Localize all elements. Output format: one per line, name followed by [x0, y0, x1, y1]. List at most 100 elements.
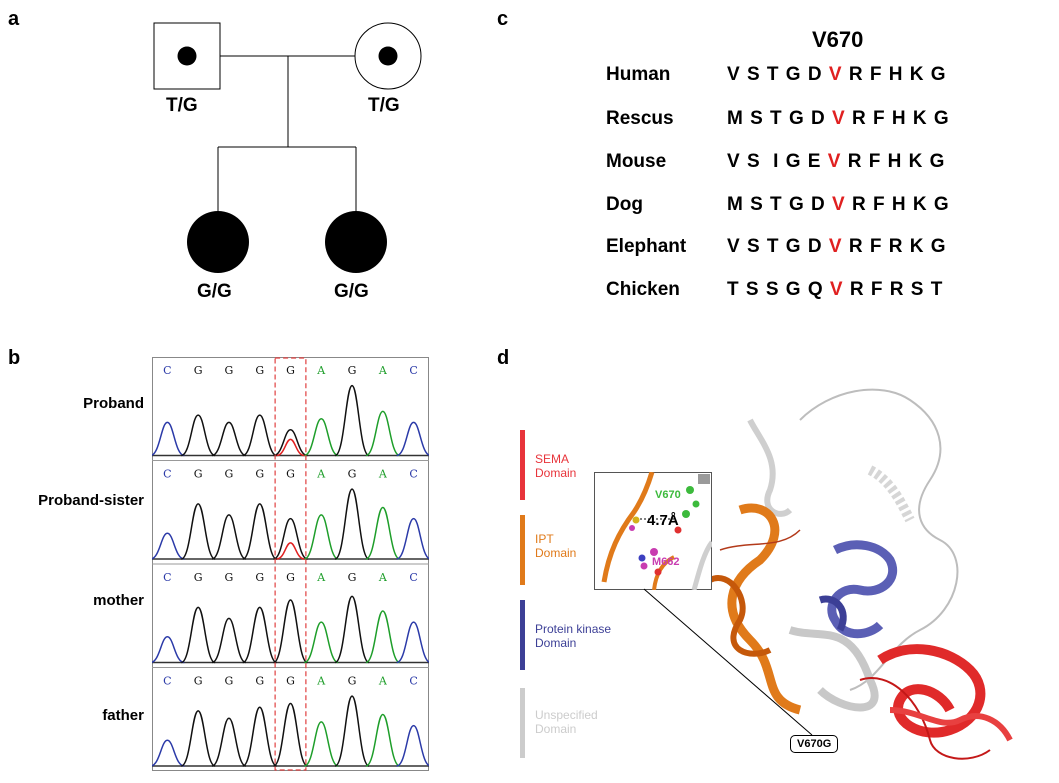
- sequence-row: V S T G D V R F R K G: [727, 236, 947, 258]
- kinase-helix-2: [818, 595, 847, 632]
- heterozygous-peak: [276, 438, 305, 457]
- sequence-before: M S T G D: [727, 108, 832, 129]
- panel-letter-d: d: [497, 347, 510, 369]
- base-call: G: [225, 571, 234, 584]
- callout-line: [643, 588, 813, 736]
- base-call: G: [286, 468, 295, 481]
- base-call: G: [225, 468, 234, 481]
- peak: [273, 429, 308, 457]
- ipt-strands-2: [708, 575, 772, 657]
- father-carrier-dot: [177, 46, 197, 66]
- base-call: C: [163, 675, 171, 688]
- base-call: A: [378, 675, 388, 688]
- legend-label: IPT Domain: [535, 532, 577, 560]
- peak: [272, 702, 309, 767]
- peak: [396, 421, 429, 457]
- peak: [152, 636, 185, 664]
- unspecified-loop: [799, 388, 959, 691]
- sequence-row: V S I G E V R F H K G: [727, 151, 945, 173]
- peak: [242, 706, 278, 767]
- sister-symbol: [325, 211, 387, 273]
- sequence-after: R F H K G: [845, 108, 950, 129]
- peak: [180, 414, 216, 457]
- legend-color-bar: [520, 600, 525, 670]
- mutated-residue: V: [829, 279, 844, 300]
- unspecified-region: [788, 626, 879, 712]
- mutation-callout: V670G: [790, 735, 839, 753]
- mutated-residue: V: [828, 236, 843, 257]
- sequence-after: R F R S T: [843, 279, 944, 300]
- unspecified-helix: [867, 465, 915, 523]
- base-call: A: [378, 571, 388, 584]
- peak: [152, 739, 185, 767]
- proband-genotype: G/G: [197, 281, 232, 302]
- base-call: G: [348, 571, 357, 584]
- sequence-before: V S T G D: [727, 64, 829, 85]
- sequence-before: V S I G E: [727, 151, 828, 172]
- peak: [152, 532, 185, 560]
- species-label: Dog: [606, 194, 643, 215]
- peak: [242, 606, 278, 664]
- legend-color-bar: [520, 515, 525, 585]
- species-label: Elephant: [606, 236, 687, 257]
- peak: [303, 514, 339, 560]
- inset-distance: 4.7Å: [647, 512, 679, 529]
- base-call: G: [286, 571, 295, 584]
- mutated-residue: V: [832, 108, 846, 129]
- trace-label: Proband-sister: [38, 492, 144, 509]
- species-label: Mouse: [606, 151, 667, 172]
- ipt-loop: [719, 529, 801, 551]
- sister-genotype: G/G: [334, 281, 369, 302]
- base-call: G: [348, 364, 357, 377]
- base-call: C: [163, 468, 171, 481]
- species-label: Chicken: [606, 279, 680, 300]
- peak: [334, 695, 370, 767]
- pedigree-chart: [153, 22, 422, 273]
- trace-label: father: [102, 707, 144, 724]
- mother-genotype: T/G: [368, 95, 400, 116]
- mutated-residue: V: [827, 151, 842, 172]
- base-call: G: [286, 364, 295, 377]
- father-genotype: T/G: [166, 95, 198, 116]
- peak: [396, 724, 429, 767]
- peak: [211, 514, 247, 560]
- sequence-before: T S S G Q: [727, 279, 830, 300]
- base-call: A: [378, 364, 388, 377]
- sequence-row: V S T G D V R F H K G: [727, 64, 947, 86]
- peak: [180, 503, 216, 560]
- base-call: G: [255, 571, 264, 584]
- peak: [365, 610, 401, 664]
- peak: [180, 606, 216, 664]
- trace-label: mother: [93, 592, 144, 609]
- sequence-after: R F H K G: [842, 64, 947, 85]
- mutated-residue: V: [832, 194, 846, 215]
- base-call: G: [255, 675, 264, 688]
- peak: [211, 421, 247, 457]
- base-call: G: [194, 675, 203, 688]
- ipt-strands: [727, 503, 802, 715]
- base-call: C: [409, 468, 417, 481]
- inset-panel: [594, 472, 712, 590]
- sequence-after: R F H K G: [845, 194, 950, 215]
- peak: [365, 506, 401, 560]
- inset-residue-v670: V670: [655, 489, 681, 501]
- panel-letter-a: a: [8, 8, 20, 30]
- sema-loop: [859, 677, 991, 760]
- base-call: G: [255, 468, 264, 481]
- sequence-before: M S T G D: [727, 194, 832, 215]
- mutated-residue: V: [828, 64, 843, 85]
- peak: [272, 599, 309, 664]
- base-call: G: [225, 364, 234, 377]
- base-call: C: [409, 675, 417, 688]
- base-call: C: [409, 571, 417, 584]
- inset-ipt-strand: [601, 472, 655, 583]
- species-label: Human: [606, 64, 671, 85]
- legend-color-bar: [520, 430, 525, 500]
- legend-label: SEMA Domain: [535, 452, 577, 480]
- mother-carrier-dot: [378, 46, 398, 66]
- sequence-after: R F R K G: [842, 236, 947, 257]
- unspecified-sheet: [747, 418, 793, 517]
- base-call: C: [409, 364, 417, 377]
- sequence-before: V S T G D: [727, 236, 829, 257]
